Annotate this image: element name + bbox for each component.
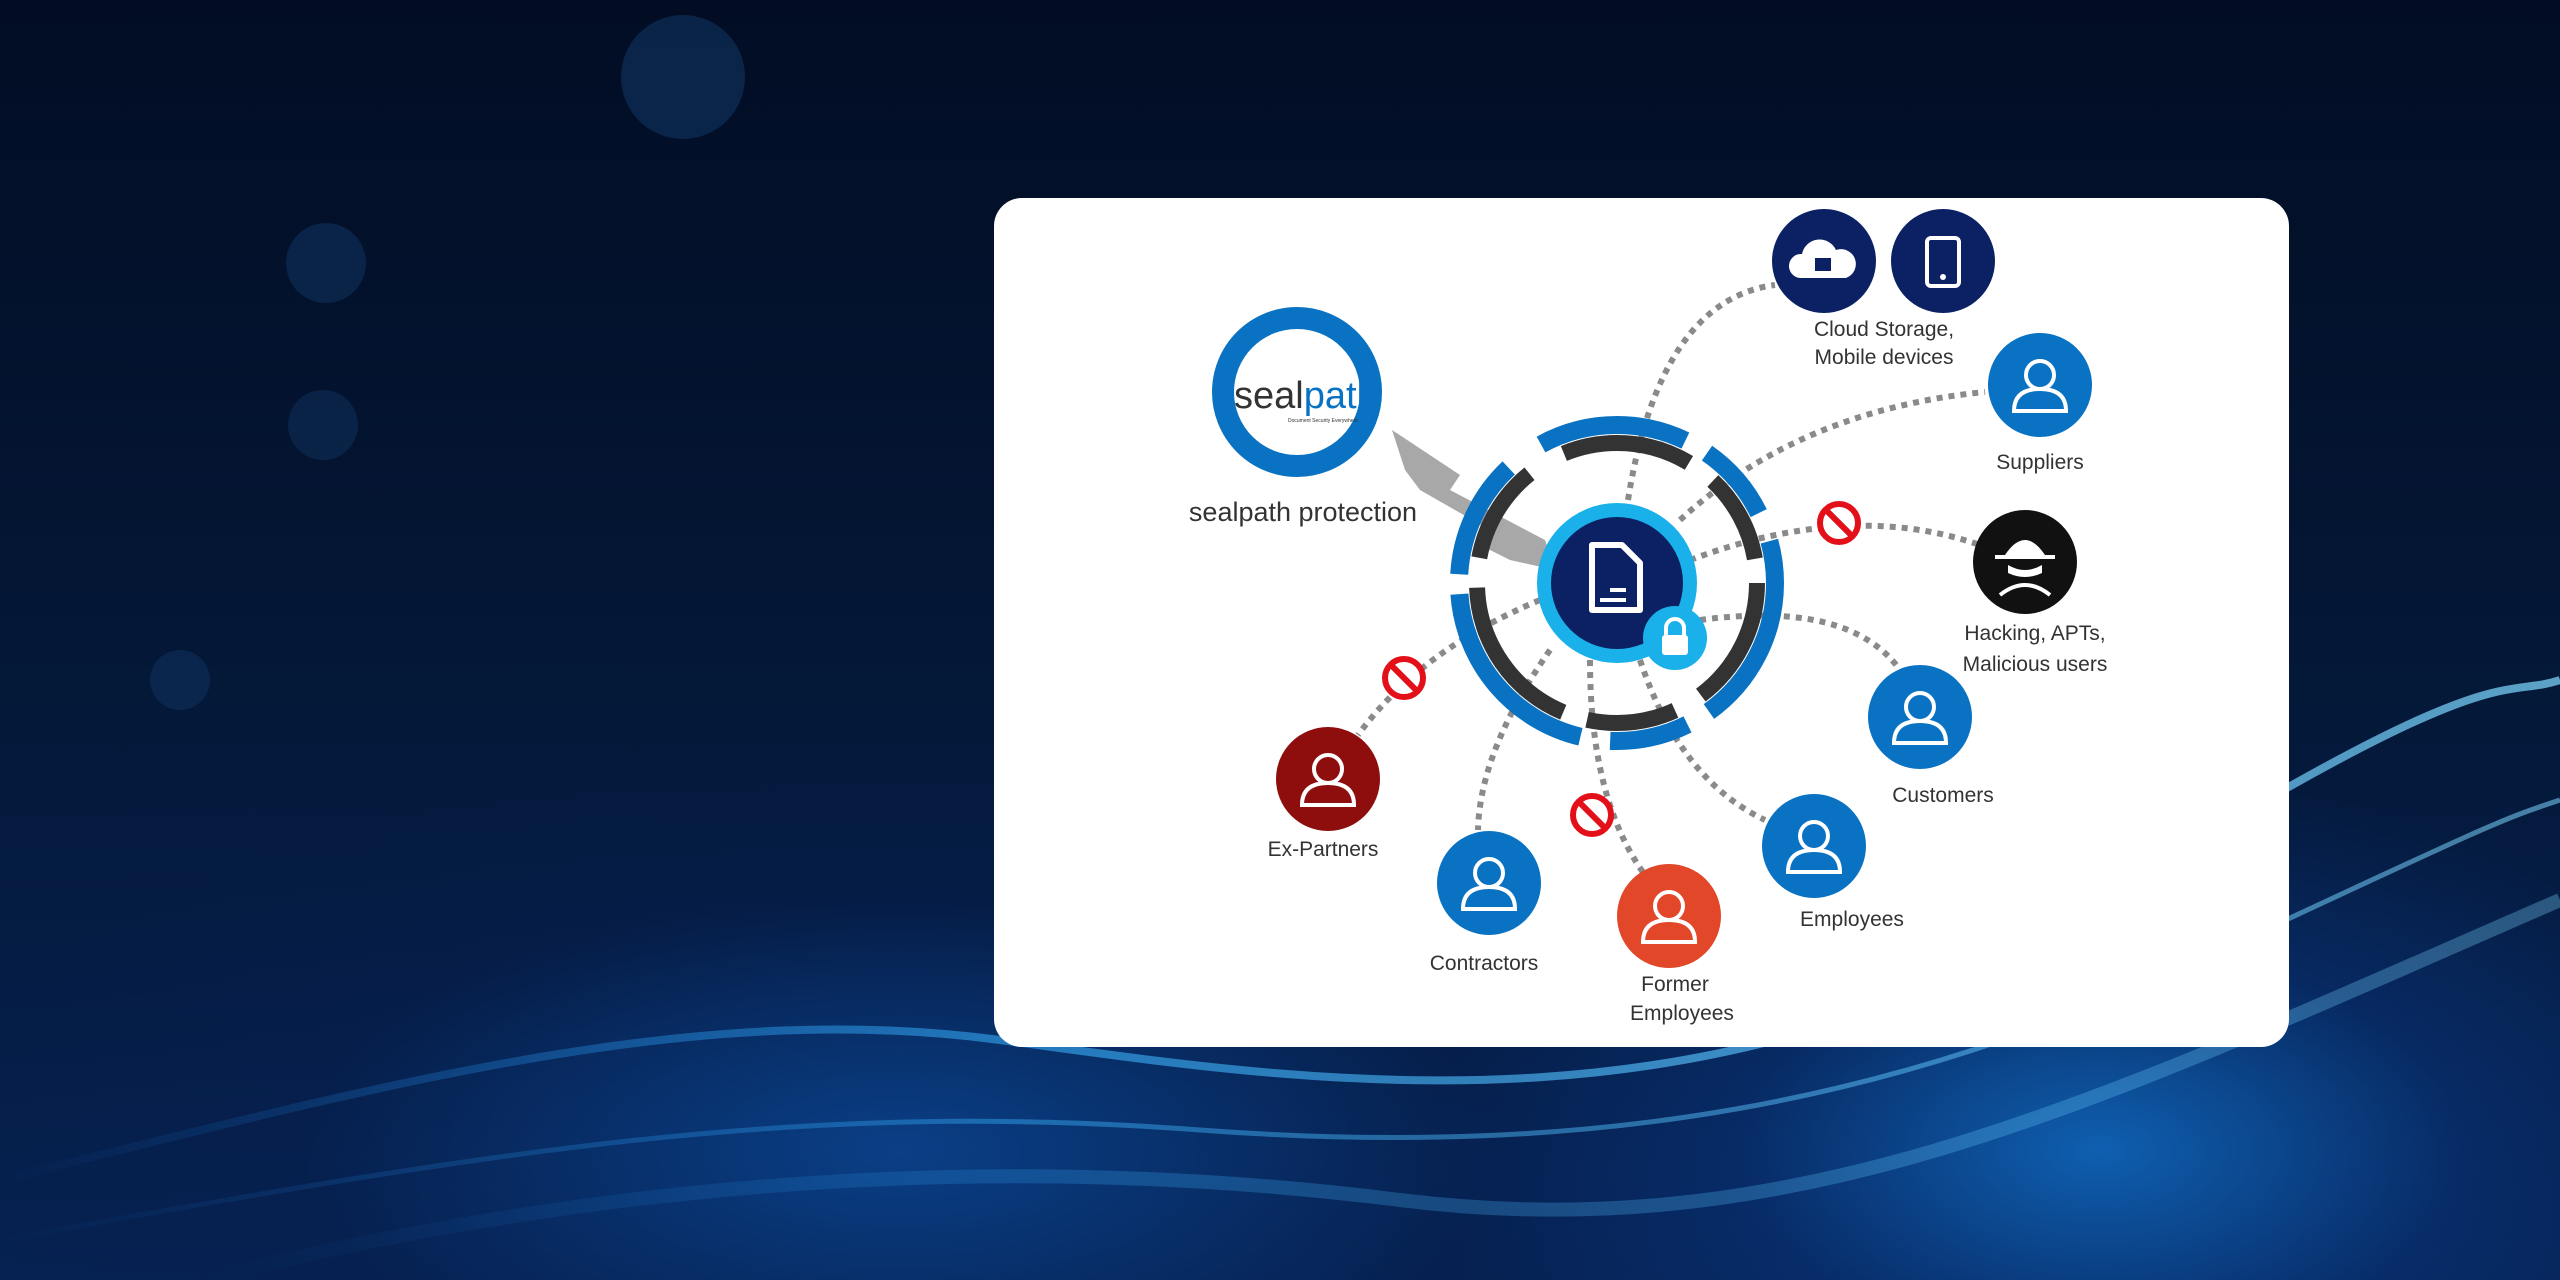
sealpath-logo: sealpath Document Security Everywhere <box>1212 307 1382 477</box>
person-icon-employees <box>1762 794 1866 898</box>
label-employees: Employees <box>1800 908 1904 931</box>
label-former: Former <box>1641 973 1709 996</box>
logo-caption: sealpath protection <box>1189 497 1417 527</box>
svg-text:Cloud Storage,: Cloud Storage, <box>1814 318 1954 341</box>
blocked-icon <box>1570 793 1614 837</box>
logo-tagline: Document Security Everywhere <box>1288 418 1358 424</box>
person-icon-suppliers <box>1988 333 2092 437</box>
person-icon-former-employees <box>1617 864 1721 968</box>
label-hacking: Hacking, APTs, <box>1964 622 2105 645</box>
hacker-icon <box>1973 510 2077 614</box>
person-icon-contractors <box>1437 831 1541 935</box>
person-icon-ex-partners <box>1276 727 1380 831</box>
label-contractors: Contractors <box>1430 952 1539 975</box>
blocked-icon <box>1817 501 1861 545</box>
label-ex-partners: Ex-Partners <box>1268 838 1379 861</box>
mobile-device-icon <box>1925 236 1961 288</box>
svg-text:sealpath: sealpath <box>1234 375 1378 417</box>
node-cloud-storage: Cloud Storage, Mobile devices <box>1772 209 1995 369</box>
label-former-employees: Employees <box>1630 1002 1734 1025</box>
svg-text:Mobile devices: Mobile devices <box>1815 346 1954 369</box>
label-customers: Customers <box>1892 784 1994 807</box>
label-malicious: Malicious users <box>1963 653 2108 676</box>
label-suppliers: Suppliers <box>1996 451 2084 474</box>
lightning-bolt-icon <box>1392 430 1555 570</box>
protected-document-hub <box>1450 416 1784 750</box>
document-icon <box>1589 542 1643 613</box>
blocked-icon <box>1382 656 1426 700</box>
person-icon-customers <box>1868 665 1972 769</box>
